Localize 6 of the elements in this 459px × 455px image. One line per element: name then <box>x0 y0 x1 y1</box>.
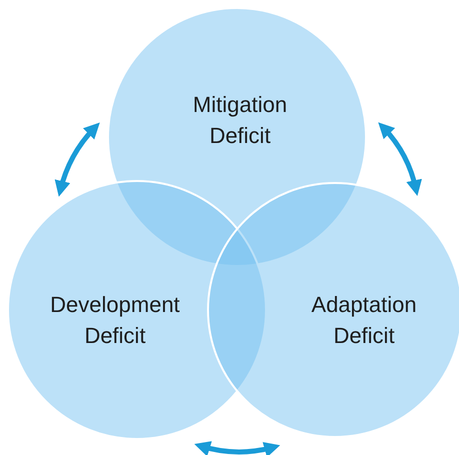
circle-label: Adaptation Deficit <box>310 291 418 350</box>
circle-label: Development Deficit <box>49 291 181 350</box>
double-arrow <box>194 440 280 455</box>
double-arrow <box>378 122 422 196</box>
circle-label: Mitigation Deficit <box>192 91 288 150</box>
double-arrow <box>54 122 100 197</box>
